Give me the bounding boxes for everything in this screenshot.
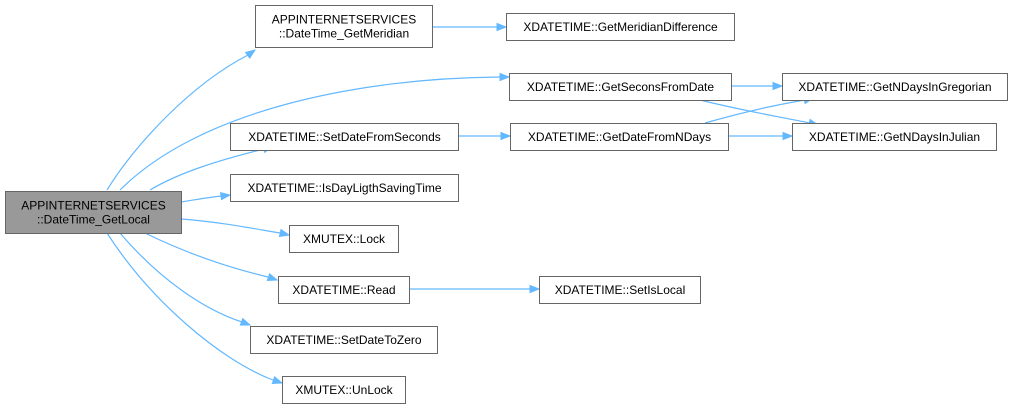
node-seconsfromdate[interactable]: XDATETIME::GetSeconsFromDate <box>509 73 732 101</box>
node-label-setdatetozero-line-0: XDATETIME::SetDateToZero <box>266 333 421 347</box>
arrowhead-read-to-setislocal <box>529 284 541 294</box>
arrowhead-root-to-isdaylight <box>220 191 232 201</box>
arrowhead-root-to-setdatetozero <box>239 317 252 326</box>
edge-datefromndays-to-ndaysgregorian <box>704 99 806 124</box>
node-box-getmeridian[interactable] <box>255 5 433 48</box>
node-label-root-line-1: ::DateTime_GetLocal <box>37 213 150 227</box>
edge-root-to-seconsfromdate <box>119 76 501 191</box>
node-box-meridiandiff[interactable] <box>506 13 735 41</box>
node-label-datefromndays-line-0: XDATETIME::GetDateFromNDays <box>528 130 711 144</box>
edge-root-to-setdatetozero <box>119 232 243 323</box>
node-box-seconsfromdate[interactable] <box>509 73 732 101</box>
node-getmeridian[interactable]: APPINTERNETSERVICES::DateTime_GetMeridia… <box>255 5 433 48</box>
node-box-root[interactable] <box>5 191 182 234</box>
node-label-getmeridian-line-1: ::DateTime_GetMeridian <box>279 27 409 41</box>
edge-root-to-lock <box>180 218 281 234</box>
node-label-unlock-line-0: XMUTEX::UnLock <box>295 383 393 397</box>
node-setislocal[interactable]: XDATETIME::SetIsLocal <box>539 276 701 304</box>
edge-root-to-isdaylight <box>180 195 223 203</box>
node-label-root-line-0: APPINTERNETSERVICES <box>21 199 165 213</box>
node-box-setdatetozero[interactable] <box>250 326 438 354</box>
node-setdatefromseconds[interactable]: XDATETIME::SetDateFromSeconds <box>230 123 459 151</box>
edges-layer <box>106 22 820 385</box>
node-box-unlock[interactable] <box>282 376 406 404</box>
node-label-setdatefromseconds-line-0: XDATETIME::SetDateFromSeconds <box>248 130 441 144</box>
edge-root-to-read <box>144 232 269 278</box>
edge-root-to-setdatefromseconds <box>149 148 265 191</box>
arrowhead-getmeridian-to-meridiandiff <box>496 22 508 32</box>
arrowhead-setdatefromseconds-to-datefromndays <box>500 131 512 141</box>
node-label-lock-line-0: XMUTEX::Lock <box>303 232 386 246</box>
node-lock[interactable]: XMUTEX::Lock <box>289 225 399 253</box>
arrowhead-root-to-seconsfromdate <box>499 72 511 82</box>
edge-root-to-unlock <box>106 232 274 381</box>
node-unlock[interactable]: XMUTEX::UnLock <box>282 376 406 404</box>
node-box-isdaylight[interactable] <box>230 174 459 202</box>
node-setdatetozero[interactable]: XDATETIME::SetDateToZero <box>250 326 438 354</box>
node-box-setislocal[interactable] <box>539 276 701 304</box>
arrowhead-root-to-getmeridian <box>244 49 257 59</box>
arrowhead-root-to-unlock <box>271 375 284 385</box>
node-box-setdatefromseconds[interactable] <box>230 123 459 151</box>
arrowhead-seconsfromdate-to-ndaysgregorian <box>772 81 784 91</box>
node-box-ndaysgregorian[interactable] <box>782 73 1008 101</box>
node-label-read-line-0: XDATETIME::Read <box>292 283 395 297</box>
node-ndaysgregorian[interactable]: XDATETIME::GetNDaysInGregorian <box>782 73 1008 101</box>
node-box-lock[interactable] <box>289 225 399 253</box>
node-meridiandiff[interactable]: XDATETIME::GetMeridianDifference <box>506 13 735 41</box>
node-root[interactable]: APPINTERNETSERVICES::DateTime_GetLocal <box>5 191 182 234</box>
arrowhead-datefromndays-to-ndaysjulian <box>782 131 794 141</box>
node-label-meridiandiff-line-0: XDATETIME::GetMeridianDifference <box>523 20 718 34</box>
node-label-setislocal-line-0: XDATETIME::SetIsLocal <box>555 283 685 297</box>
nodes-layer: APPINTERNETSERVICES::DateTime_GetLocalAP… <box>5 5 1008 404</box>
node-label-getmeridian-line-0: APPINTERNETSERVICES <box>272 13 416 27</box>
node-box-ndaysjulian[interactable] <box>792 123 997 151</box>
node-datefromndays[interactable]: XDATETIME::GetDateFromNDays <box>510 123 729 151</box>
node-ndaysjulian[interactable]: XDATETIME::GetNDaysInJulian <box>792 123 997 151</box>
node-read[interactable]: XDATETIME::Read <box>278 276 410 304</box>
arrowhead-root-to-read <box>266 272 279 282</box>
node-label-seconsfromdate-line-0: XDATETIME::GetSeconsFromDate <box>527 80 714 94</box>
edge-seconsfromdate-to-ndaysjulian <box>699 99 811 124</box>
arrowhead-root-to-lock <box>278 228 291 238</box>
node-box-datefromndays[interactable] <box>510 123 729 151</box>
node-label-ndaysgregorian-line-0: XDATETIME::GetNDaysInGregorian <box>798 80 991 94</box>
node-label-ndaysjulian-line-0: XDATETIME::GetNDaysInJulian <box>809 130 980 144</box>
edge-root-to-getmeridian <box>106 54 249 191</box>
node-isdaylight[interactable]: XDATETIME::IsDayLigthSavingTime <box>230 174 459 202</box>
node-box-read[interactable] <box>278 276 410 304</box>
node-label-isdaylight-line-0: XDATETIME::IsDayLigthSavingTime <box>247 181 441 195</box>
